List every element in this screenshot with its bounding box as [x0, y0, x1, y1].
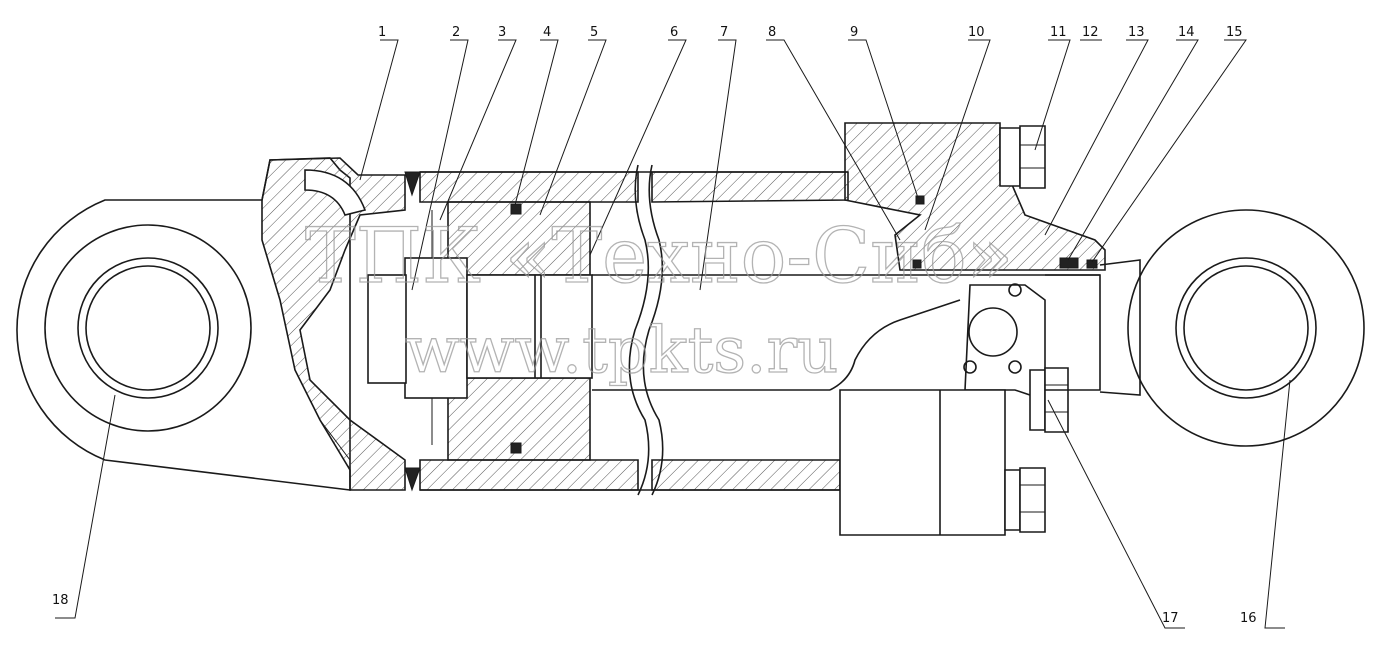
callout-9: 9: [848, 25, 919, 199]
rod-gland-head: [844, 122, 1106, 271]
callout-label-12: 12: [1082, 25, 1099, 40]
right-eye-mount: [1045, 209, 1365, 447]
callout-label-5: 5: [590, 25, 598, 40]
callout-label-4: 4: [543, 25, 551, 40]
callout-label-1: 1: [378, 25, 386, 40]
valve-block: [839, 283, 1069, 536]
callout-6: 6: [589, 25, 687, 256]
callout-12: 12: [1080, 25, 1102, 41]
callout-7: 7: [699, 25, 737, 291]
left-eye-mount: [16, 157, 406, 491]
callout-label-9: 9: [850, 25, 858, 40]
callout-label-13: 13: [1128, 25, 1145, 40]
callout-18: 18: [52, 394, 116, 619]
callout-8: 8: [766, 25, 901, 241]
callout-label-11: 11: [1050, 25, 1067, 40]
callout-5: 5: [539, 25, 607, 216]
callout-label-14: 14: [1178, 25, 1195, 40]
callout-label-3: 3: [498, 25, 506, 40]
callout-label-18: 18: [52, 593, 69, 608]
weld-bottom: [404, 467, 421, 492]
callout-4: 4: [514, 25, 559, 206]
weld-top: [404, 171, 421, 197]
watermark-company: ТПК «Техно-Сиб»: [305, 211, 1013, 300]
cylinder-tube: [419, 164, 849, 496]
callout-11: 11: [1034, 25, 1071, 151]
callout-label-2: 2: [452, 25, 460, 40]
callout-label-17: 17: [1162, 611, 1179, 626]
callout-label-15: 15: [1226, 25, 1243, 40]
callout-label-10: 10: [968, 25, 985, 40]
callout-15: 15: [1091, 25, 1247, 263]
callout-10: 10: [924, 25, 991, 231]
callout-17: 17: [1047, 399, 1185, 629]
watermark-url: www.tpkts.ru: [405, 314, 838, 388]
callout-14: 14: [1067, 25, 1199, 261]
callout-label-7: 7: [720, 25, 728, 40]
callout-label-8: 8: [768, 25, 776, 40]
callout-2: 2: [411, 25, 469, 291]
callout-label-6: 6: [670, 25, 678, 40]
piston: [367, 201, 593, 461]
callout-label-16: 16: [1240, 611, 1257, 626]
piston-rod: [592, 274, 1100, 391]
callout-3: 3: [439, 25, 517, 221]
callout-1: 1: [359, 25, 399, 181]
callout-16: 16: [1240, 379, 1291, 629]
callout-13: 13: [1044, 25, 1149, 236]
